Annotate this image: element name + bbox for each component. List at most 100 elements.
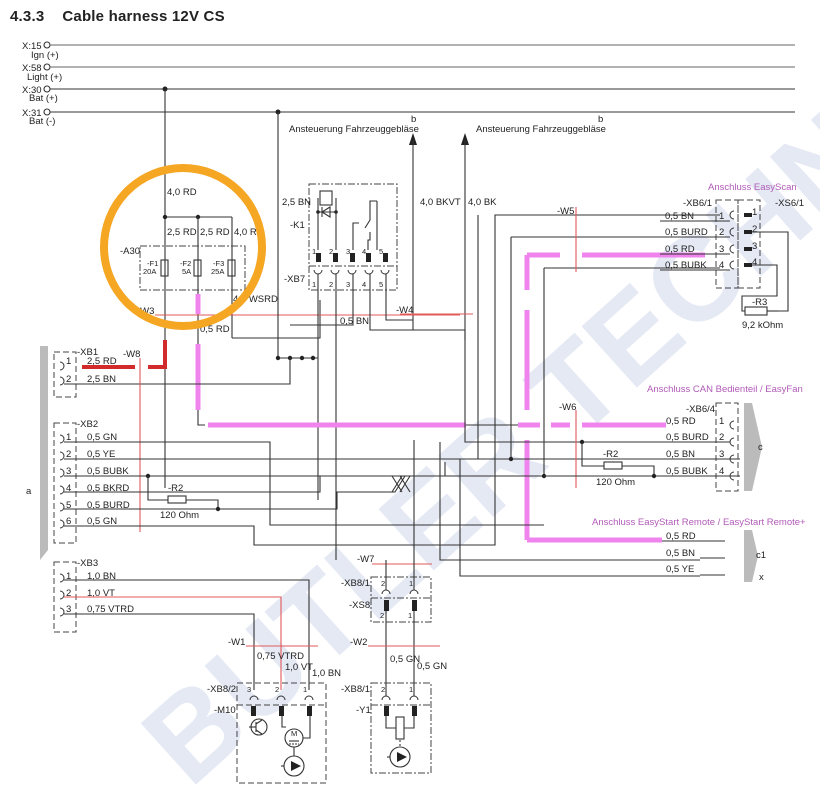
easyscan-wire-2: 0,5 BURD <box>665 227 708 238</box>
xb2-wire-6: 0,5 GN <box>87 516 117 527</box>
xs6-pin-2: 2 <box>752 224 757 235</box>
xb1-pin-1: 1 <box>66 356 71 367</box>
blower-outputs: Ansteuerung Fahrzeuggebläse b Ansteuerun… <box>289 114 606 340</box>
xb2-pin-5: 5 <box>66 500 71 511</box>
xb3-id: -XB3 <box>77 558 98 569</box>
arrow-up-icon <box>461 133 469 145</box>
easyscan-resistor-value: 9,2 kOhm <box>742 320 783 331</box>
harness-w8: -W8 <box>123 349 140 360</box>
wire-label-bk: 4,0 BK <box>468 197 497 208</box>
connector-xb1: -XB1 1 2 2,5 RD 2,5 BN <box>53 347 291 398</box>
xs8-id: -XS8 <box>349 600 370 611</box>
easyscan-pin-1: 1 <box>719 211 724 222</box>
resistor-r2-icon <box>603 461 623 470</box>
fuse-f3-id: -F3 <box>213 259 224 268</box>
fuse-box-id: -A30 <box>120 246 140 257</box>
terminal-x30-label: Bat (+) <box>29 93 58 104</box>
xs6-pin-3: 3 <box>752 241 757 252</box>
fuse-branch-wire-2: 2,5 RD <box>200 227 230 238</box>
xb3-wire-3: 0,75 VTRD <box>87 604 134 615</box>
fuse-feed-wire: 4,0 RD <box>167 187 197 198</box>
relay-k1: 2,5 BN -K1 -XB7 1 2 3 4 5 1 2 3 <box>275 112 473 560</box>
harness-w3: -W3 <box>137 306 154 317</box>
easyscan-title: Anschluss EasyScan <box>708 182 797 193</box>
side-label-x: x <box>759 572 764 583</box>
xb3-pin-1: 1 <box>66 571 71 582</box>
xb2-pin-1: 1 <box>66 432 71 443</box>
supply-lines: X:15 Ign (+) X:58 Light (+) X:30 Bat (+)… <box>22 41 795 127</box>
harness-w7: -W7 <box>357 554 374 565</box>
relay-coil-wire: 2,5 BN <box>282 197 311 208</box>
harness-w6: -W6 <box>559 402 576 413</box>
valve-coil-icon <box>395 716 405 740</box>
xb2-pin-6: 6 <box>66 516 71 527</box>
easyfan-title: Anschluss CAN Bedienteil / EasyFan <box>647 384 803 395</box>
side-label-c: c <box>758 442 763 453</box>
xb8-1-pin-1: 1 <box>409 579 413 588</box>
fuse-f1-id: -F1 <box>147 259 158 268</box>
terminal-x58: X:58 <box>22 63 42 74</box>
easyscan-wire-1: 0,5 BN <box>665 211 694 222</box>
xb7-pin-3: 3 <box>346 280 350 289</box>
relay-ground-wire: 0,5 BN <box>340 316 369 327</box>
xb3-wire-2: 1,0 VT <box>87 588 115 599</box>
easyfan-pin-3: 3 <box>719 449 724 460</box>
blower-label-2: Ansteuerung Fahrzeuggebläse <box>476 124 606 135</box>
xb7-pin-2: 2 <box>329 280 333 289</box>
section-number: 4.3.3 <box>10 8 45 25</box>
side-bracket-c <box>744 403 762 491</box>
harness-w1: -W1 <box>228 637 245 648</box>
harness-w4: -W4 <box>396 305 413 316</box>
xb2-pin-4: 4 <box>66 483 71 494</box>
xb8-1-top-id: -XB8/1 <box>341 578 370 589</box>
easyfan-pin-4: 4 <box>719 466 724 477</box>
pump-wire-2: 1,0 VT <box>285 662 313 673</box>
xb3-pin-3: 3 <box>66 604 71 615</box>
fuse-f3: -F3 25A <box>211 259 236 277</box>
easystart-connector: Anschluss EasyStart Remote / EasyStart R… <box>592 517 806 583</box>
xb2-wire-2: 0,5 YE <box>87 449 115 460</box>
connector-xb3: -XB3 1 2 3 1,0 BN 1,0 VT 0,75 VTRD <box>53 558 310 690</box>
supply-line-x31: X:31 Bat (-) <box>22 108 795 127</box>
relay-pin-5: 5 <box>379 247 383 256</box>
easystart-wire-3: 0,5 YE <box>666 564 694 575</box>
xb2-resistor-value: 120 Ohm <box>160 510 199 521</box>
supply-line-x58: X:58 Light (+) <box>22 63 795 83</box>
easystart-wire-1: 0,5 RD <box>666 531 696 542</box>
terminal-x15: X:15 <box>22 41 42 52</box>
easyfan-resistor-value: 120 Ohm <box>596 477 635 488</box>
easyscan-resistor-id: -R3 <box>752 297 767 308</box>
pump-pin-2: 2 <box>275 685 279 694</box>
pump-m10: 0,75 VTRD 1,0 VT 1,0 BN -XB8/2 -M10 3 2 … <box>207 651 341 784</box>
highlight-circle <box>100 164 266 330</box>
xb2-wire-3: 0,5 BUBK <box>87 466 129 477</box>
side-bracket-c1 <box>744 530 758 582</box>
watermark-text: BUTLER TECHNIK <box>118 5 820 786</box>
easyscan-wire-3: 0,5 RD <box>665 244 695 255</box>
easyscan-pin-3: 3 <box>719 244 724 255</box>
easyfan-pin-1: 1 <box>719 416 724 427</box>
xs8-pin-2: 2 <box>380 611 384 620</box>
pump-pin-1: 1 <box>303 685 307 694</box>
motor-symbol: M <box>291 729 297 738</box>
pump-icon <box>281 755 305 777</box>
terminal-x31-label: Bat (-) <box>29 116 55 127</box>
easyfan-resistor-id: -R2 <box>603 449 618 460</box>
transistor-icon <box>249 718 268 736</box>
arrow-up-icon <box>409 133 417 145</box>
fuse-f2: -F2 5A <box>180 259 202 277</box>
side-bracket-a <box>40 346 48 560</box>
twisted-pair-icon <box>391 475 411 493</box>
xb2-pin-3: 3 <box>66 466 71 477</box>
valve-y1: -XB8/1 -Y1 2 1 <box>341 682 432 774</box>
xb7-pin-4: 4 <box>362 280 366 289</box>
xb7-pin-5: 5 <box>379 280 383 289</box>
pump-id: -M10 <box>214 705 236 716</box>
pump-wire-1: 0,75 VTRD <box>257 651 304 662</box>
xs8-pin-1: 1 <box>408 611 412 620</box>
easyfan-connector-id: -XB6/4 <box>686 404 715 415</box>
relay-connector-id: -XB7 <box>284 274 305 285</box>
harness-w5: -W5 <box>557 206 574 217</box>
easyscan-socket-id: -XS6/1 <box>775 198 804 209</box>
y1-pin-1: 1 <box>409 685 413 694</box>
